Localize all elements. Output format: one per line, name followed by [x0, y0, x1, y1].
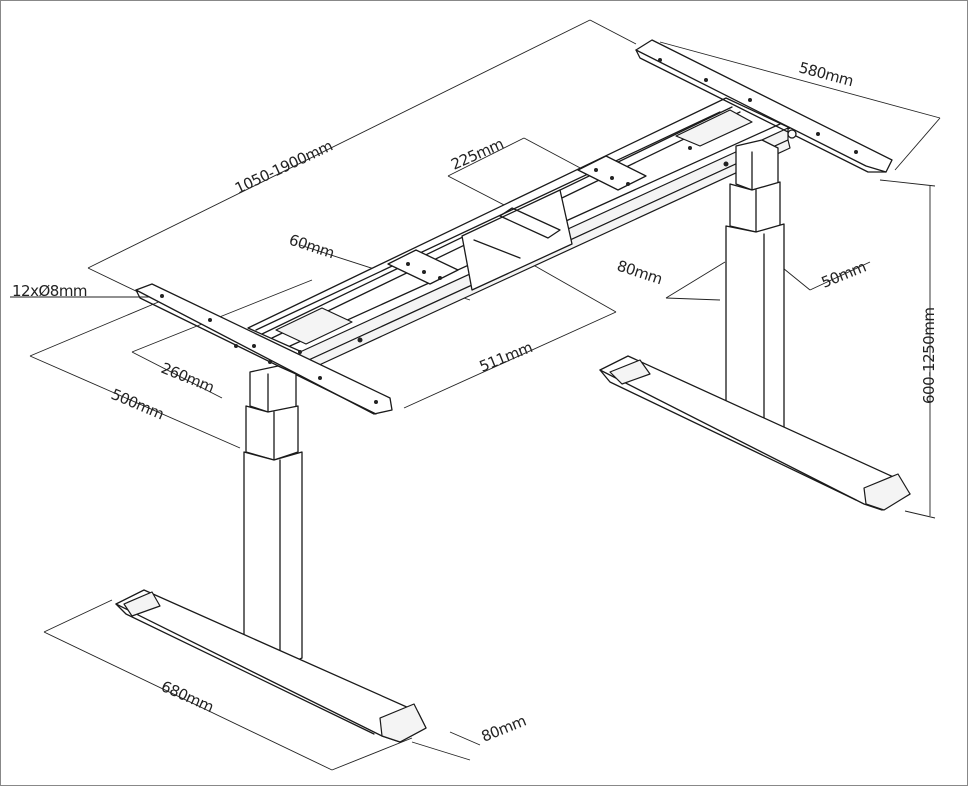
- beam-depth-label: 60mm: [287, 231, 337, 262]
- top-length-label: 1050-1900mm: [232, 137, 335, 198]
- side-bracket-label: 500mm: [108, 385, 166, 423]
- height-range-label: 600-1250mm: [920, 308, 938, 404]
- column-50-label: 50mm: [819, 258, 869, 292]
- bracket-span-label: 225mm: [448, 135, 506, 174]
- holes-label: 12xØ8mm: [12, 282, 87, 300]
- frame-beams: [247, 97, 791, 373]
- foot-width-label: 580mm: [797, 58, 855, 90]
- beam-offset-label: 260mm: [159, 359, 217, 396]
- column-80-label: 80mm: [615, 257, 665, 288]
- right-leg: [599, 39, 911, 511]
- beam-spacing-label: 511mm: [477, 338, 535, 375]
- foot-length-label: 680mm: [158, 677, 216, 716]
- left-leg: [115, 283, 427, 743]
- dimension-lines: [10, 19, 941, 771]
- foot-thickness-label: 80mm: [479, 712, 529, 746]
- dimension-labels: 1050-1900mm 580mm 225mm 60mm 12xØ8mm 80m…: [12, 58, 938, 745]
